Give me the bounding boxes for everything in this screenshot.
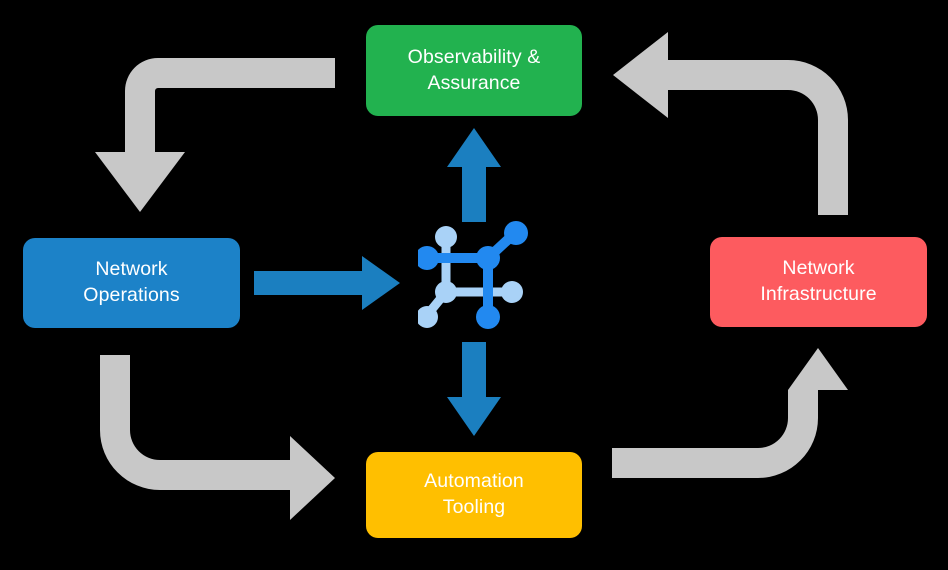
node-label-network-infrastructure: Network Infrastructure xyxy=(760,257,877,305)
connector-automation-to-infrastructure xyxy=(612,348,848,478)
node-network-infrastructure[interactable]: Network Infrastructure xyxy=(710,237,927,327)
node-network-operations[interactable]: Network Operations xyxy=(23,238,240,328)
connector-hub-to-automation xyxy=(447,342,501,436)
connector-hub-to-observability xyxy=(447,128,501,222)
connector-operations-to-hub xyxy=(254,256,400,310)
connector-infrastructure-to-observability xyxy=(613,32,848,215)
topology-primary-nodes xyxy=(418,221,528,329)
node-label-automation-tooling: Automation Tooling xyxy=(424,470,524,518)
node-label-network-operations: Network Operations xyxy=(83,258,180,306)
connector-observability-to-operations xyxy=(95,58,335,212)
connector-operations-to-automation xyxy=(100,355,335,520)
topology-secondary-nodes xyxy=(418,226,523,328)
node-automation-tooling[interactable]: Automation Tooling xyxy=(366,452,582,538)
node-observability-assurance[interactable]: Observability & Assurance xyxy=(366,25,582,116)
node-label-observability: Observability & Assurance xyxy=(407,45,541,94)
network-topology-icon xyxy=(418,221,528,329)
